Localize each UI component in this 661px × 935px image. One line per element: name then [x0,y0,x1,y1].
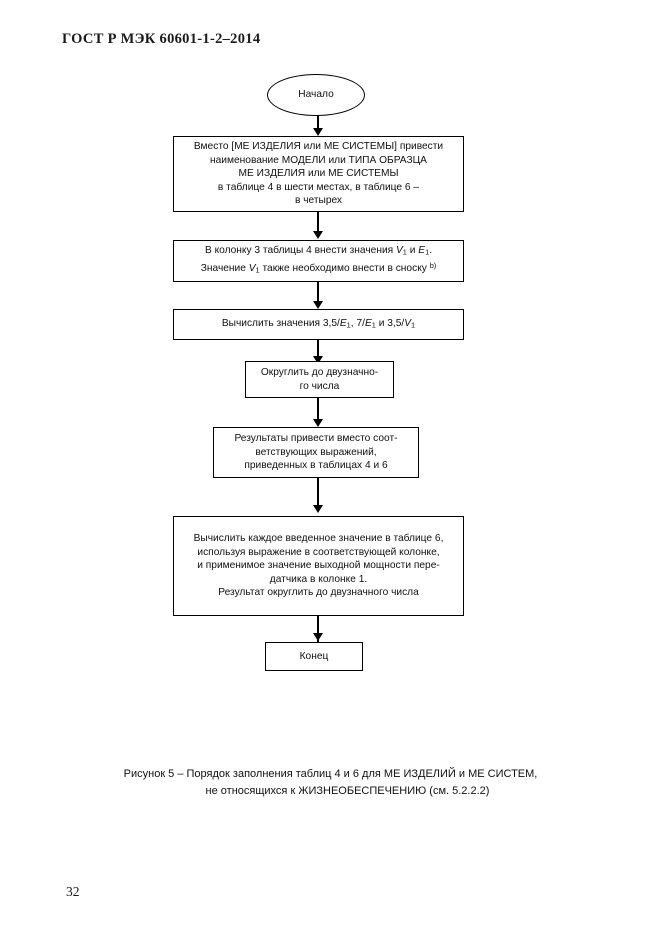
arrow-step5-to-step6 [313,505,323,513]
connector-step4-to-step5 [317,398,319,422]
connector-step3-to-step4 [317,340,319,364]
page-number: 32 [66,884,80,899]
arrow-step3-to-step4 [313,356,323,364]
flow-node-step6-text: Вычислить каждое введенное значение в та… [193,533,444,599]
document-header: ГОСТ Р МЭК 60601-1-2–2014 [62,31,261,47]
flow-node-step6: Вычислить каждое введенное значение в та… [173,516,464,616]
connector-step5-to-step6 [317,478,319,508]
flow-node-end-label: Конец [299,650,329,662]
figure-caption-line1: Рисунок 5 – Порядок заполнения таблиц 4 … [123,768,538,780]
arrow-step2-to-step3 [313,301,323,309]
flow-node-step1: Вместо [МЕ ИЗДЕЛИЯ или МЕ СИСТЕМЫ] приве… [173,136,464,212]
connector-start-to-step1 [317,116,319,133]
flowchart: Начало Вместо [МЕ ИЗДЕЛИЯ или МЕ СИСТЕМЫ… [173,74,464,671]
flow-node-step4-text: Округлить до двузначно- го числа [260,366,379,392]
flow-node-step3-text: Вычислить значения 3,5/E1, 7/E1 и 3,5/V1 [221,317,416,330]
flow-node-step5: Результаты привести вместо соот- ветству… [213,427,419,478]
arrow-step6-to-end [313,633,323,641]
flow-node-end: Конец [265,642,363,671]
arrow-step4-to-step5 [313,419,323,427]
flow-node-step4: Округлить до двузначно- го числа [245,361,394,398]
flow-node-step2-text: В колонку 3 таблицы 4 внести значения V1… [200,245,437,276]
flow-node-start-label: Начало [298,89,334,101]
connector-step6-to-end [317,616,319,642]
flow-node-step5-text: Результаты привести вместо соот- ветству… [234,433,398,472]
connector-step2-to-step3 [317,282,319,306]
connector-step1-to-step2 [317,212,319,236]
flow-node-start: Начало [267,74,365,116]
figure-caption-line2: не относящихся к ЖИЗНЕОБЕСПЕЧЕНИЮ (см. 5… [205,785,490,797]
arrow-step1-to-step2 [313,231,323,239]
arrow-start-to-step1 [313,128,323,136]
flow-node-step1-text: Вместо [МЕ ИЗДЕЛИЯ или МЕ СИСТЕМЫ] приве… [193,141,444,207]
flow-node-step2: В колонку 3 таблицы 4 внести значения V1… [173,240,464,282]
flow-node-step3: Вычислить значения 3,5/E1, 7/E1 и 3,5/V1 [173,309,464,340]
figure-caption: Рисунок 5 – Порядок заполнения таблиц 4 … [0,766,661,800]
